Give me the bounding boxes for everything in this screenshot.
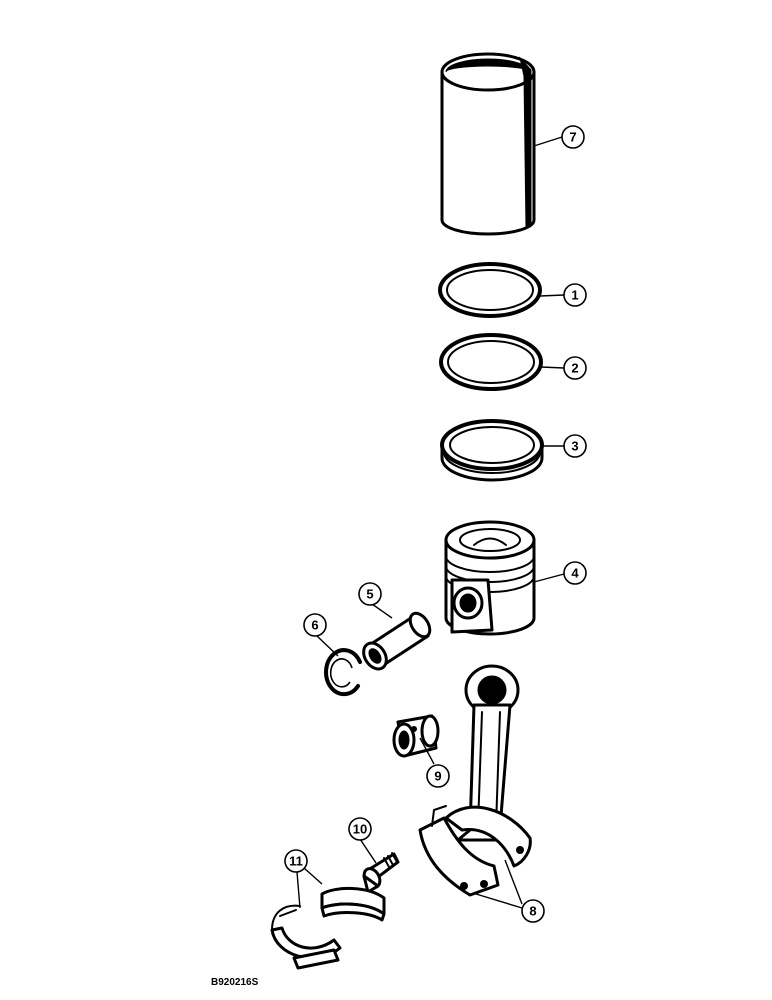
connecting-rod-part bbox=[418, 664, 532, 897]
ring-part-3 bbox=[440, 419, 544, 482]
snap-ring-part bbox=[324, 648, 362, 697]
callout-2: 2 bbox=[563, 356, 587, 380]
callout-label-7: 7 bbox=[569, 130, 576, 145]
callout-11: 11 bbox=[284, 849, 308, 873]
callout-8: 8 bbox=[521, 899, 545, 923]
ring-part-2 bbox=[439, 333, 543, 391]
callout-label-9: 9 bbox=[434, 769, 441, 784]
cylinder-sleeve-part bbox=[440, 52, 536, 236]
figure-id: B920216S bbox=[211, 977, 259, 988]
callout-label-11: 11 bbox=[289, 854, 303, 869]
callout-label-2: 2 bbox=[571, 361, 578, 376]
piston-part bbox=[444, 520, 536, 636]
rod-bolt-part bbox=[362, 852, 400, 894]
leader-lines bbox=[296, 136, 565, 909]
piston-pin-part bbox=[362, 611, 432, 671]
callout-9: 9 bbox=[426, 764, 450, 788]
callout-4: 4 bbox=[563, 561, 587, 585]
callout-10: 10 bbox=[348, 817, 372, 841]
callout-3: 3 bbox=[563, 434, 587, 458]
callout-5: 5 bbox=[358, 582, 382, 606]
callout-label-10: 10 bbox=[353, 822, 367, 837]
callout-label-8: 8 bbox=[529, 904, 536, 919]
bearing-shells-part bbox=[270, 886, 386, 970]
callout-label-4: 4 bbox=[571, 566, 579, 581]
callout-label-5: 5 bbox=[366, 587, 373, 602]
callout-label-6: 6 bbox=[311, 618, 318, 633]
callout-label-3: 3 bbox=[571, 439, 578, 454]
ring-part-1 bbox=[438, 262, 542, 318]
bushing-part bbox=[392, 714, 440, 758]
callout-label-1: 1 bbox=[571, 288, 578, 303]
callout-6: 6 bbox=[303, 613, 327, 637]
callout-1: 1 bbox=[563, 283, 587, 307]
callout-7: 7 bbox=[561, 125, 585, 149]
